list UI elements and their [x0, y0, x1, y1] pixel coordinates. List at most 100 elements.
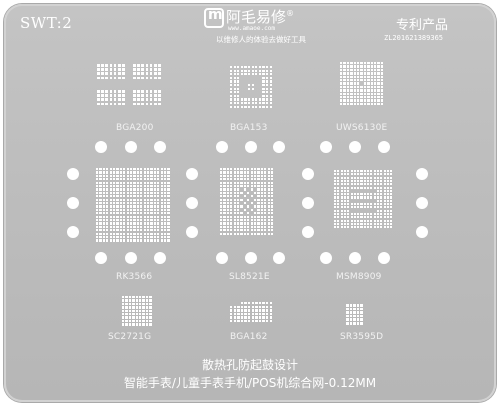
msm8909-pad — [347, 170, 350, 173]
sl8521e-pad — [226, 225, 229, 228]
sl8521e-pad — [271, 181, 274, 184]
rk3566-pad — [113, 239, 116, 242]
msm8909-pad — [390, 170, 393, 173]
msm8909-pad — [373, 206, 376, 209]
rk3566-pad — [147, 215, 150, 218]
rk3566-pad — [167, 232, 170, 235]
bga200-pad — [137, 68, 140, 71]
sl8521e-pad — [247, 168, 250, 171]
fiducial-hole-bottom-4 — [245, 252, 257, 264]
sc2721g-pad — [139, 306, 142, 309]
rk3566-pad — [157, 222, 160, 225]
bga200-pad — [118, 94, 121, 97]
rk3566-pad — [140, 185, 143, 188]
rk3566-pad — [164, 236, 167, 239]
sc2721g-pad — [132, 299, 135, 302]
msm8909-pad — [380, 196, 383, 199]
bga200-pad — [113, 68, 117, 71]
rk3566-pad — [153, 225, 157, 229]
rk3566-pad — [106, 219, 109, 222]
fiducial-hole-left-3-a — [416, 168, 428, 180]
bga200-pad — [141, 102, 144, 106]
sl8521e-pad — [264, 191, 267, 194]
uws6130e-pad — [374, 92, 377, 95]
sl8521e-pad — [226, 219, 229, 222]
bga153-pad — [237, 98, 240, 101]
sr3595d-pad — [353, 314, 356, 318]
uws6130e-pad — [340, 96, 343, 99]
uws6130e-pad — [346, 75, 350, 78]
sl8521e-pad — [243, 168, 246, 171]
sl8521e-pad — [257, 171, 260, 174]
uws6130e-pad — [350, 75, 353, 78]
rk3566-pad — [150, 225, 153, 229]
rk3566-pad — [109, 188, 112, 191]
sl8521e-pad — [220, 225, 223, 228]
uws6130e-pad — [370, 82, 373, 85]
rk3566-pad — [143, 195, 146, 198]
sl8521e-pad — [240, 198, 243, 201]
msm8909-pad — [334, 222, 337, 225]
sl8521e-pad — [226, 168, 229, 171]
msm8909-pad — [347, 222, 350, 225]
rk3566-pad — [99, 171, 102, 174]
rk3566-pad — [153, 212, 157, 215]
sl8521e-pad — [223, 208, 226, 211]
sl8521e-pad — [226, 185, 229, 188]
sl8521e-pad — [271, 205, 274, 208]
sc2721g-pad — [135, 313, 138, 316]
model-code: SWT:2 — [20, 14, 73, 32]
rk3566-pad — [106, 239, 109, 242]
msm8909-pad — [373, 193, 376, 196]
rk3566-pad — [140, 178, 143, 181]
msm8909-pad — [343, 212, 347, 216]
msm8909-pad — [367, 216, 370, 219]
msm8909-pad — [376, 196, 380, 199]
msm8909-pad — [340, 216, 343, 219]
rk3566-pad — [130, 212, 133, 215]
rk3566-pad — [109, 225, 112, 229]
sl8521e-pad — [257, 168, 260, 171]
sl8521e-pad — [260, 181, 263, 184]
sl8521e-pad — [254, 168, 257, 171]
sl8521e-pad — [223, 174, 226, 177]
rk3566-pad — [136, 236, 140, 239]
rk3566-pad — [96, 178, 99, 181]
rk3566-pad — [140, 168, 143, 171]
bga153-pad — [244, 73, 247, 76]
sl8521e-pad — [264, 174, 267, 177]
bga162-pad — [233, 309, 236, 312]
sl8521e-pad — [271, 232, 274, 235]
bga200-pad — [122, 90, 125, 93]
uws6130e-pad — [353, 68, 356, 72]
sl8521e-pad — [243, 225, 246, 228]
bga153-pad — [230, 76, 233, 79]
fiducial-hole-left-1-b — [186, 197, 198, 209]
sl8521e-pad — [243, 232, 246, 235]
bga200-pad — [145, 72, 149, 75]
rk3566-pad — [160, 232, 163, 235]
rk3566-pad — [167, 168, 170, 171]
rk3566-pad — [113, 225, 116, 229]
rk3566-pad — [143, 181, 146, 184]
uws6130e-pad — [370, 79, 373, 82]
bga200-pad — [113, 102, 117, 106]
rk3566-pad — [96, 188, 99, 191]
msm8909-pad — [353, 179, 356, 183]
rk3566-pad — [140, 222, 143, 225]
msm8909-pad — [350, 222, 353, 225]
sl8521e-pad — [260, 208, 263, 211]
rk3566-pad — [153, 232, 157, 235]
sr3595d-pad — [356, 307, 360, 311]
chip-label-sr3595d: SR3595D — [340, 332, 384, 342]
sl8521e-pad — [271, 191, 274, 194]
sl8521e-pad — [247, 215, 250, 218]
bga153-pad — [255, 105, 258, 108]
rk3566-pad — [150, 229, 153, 232]
sl8521e-pad — [264, 178, 267, 181]
rk3566-pad — [140, 188, 143, 191]
rk3566-pad — [164, 168, 167, 171]
sc2721g-pad — [145, 309, 149, 312]
sl8521e-pad — [257, 219, 260, 222]
bga153-pad — [269, 91, 272, 94]
